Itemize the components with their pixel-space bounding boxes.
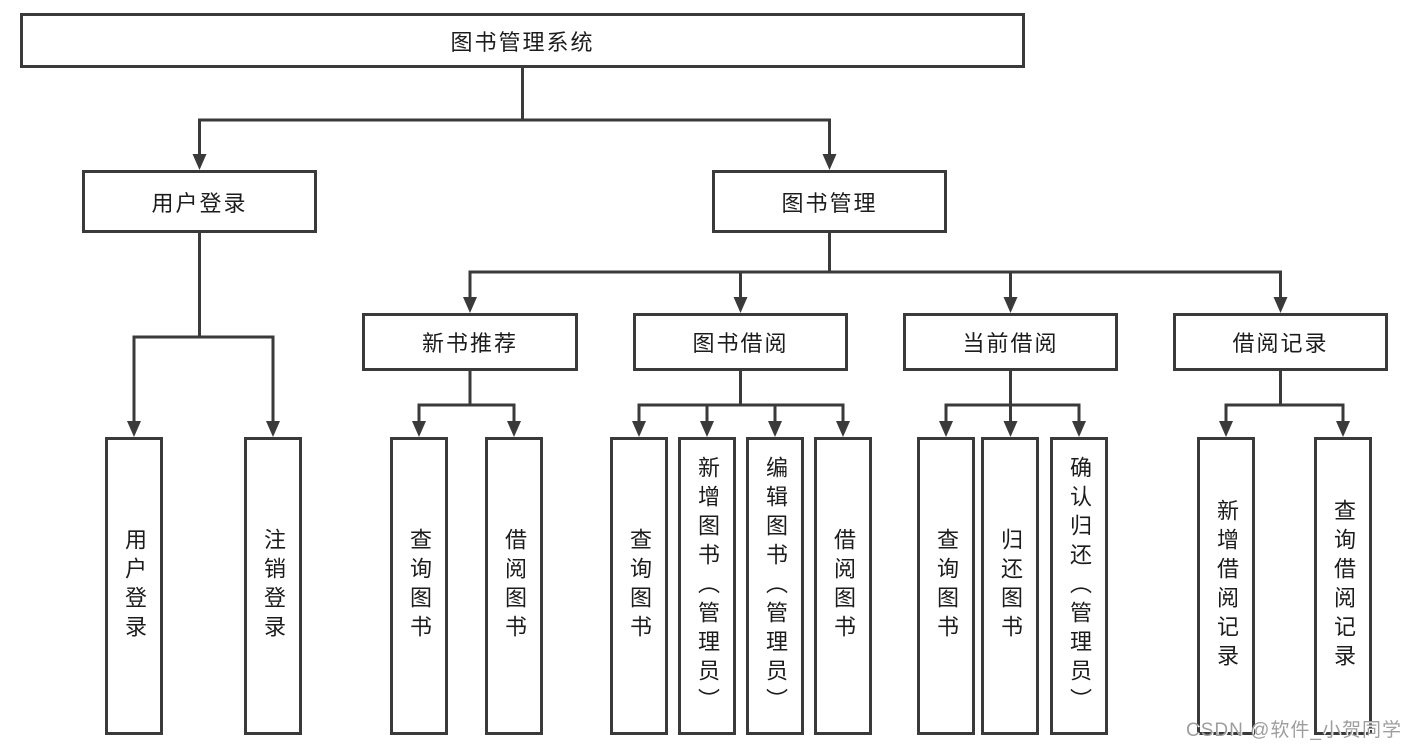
- node-borrowing-records: 借阅记录: [1173, 313, 1388, 371]
- node-current-borrowing: 当前借阅: [903, 313, 1118, 371]
- node-leaf-borrow-books: 借阅图书: [814, 437, 872, 735]
- node-leaf-query-books-current: 查询图书: [917, 437, 975, 735]
- node-leaf-return-books: 归还图书: [981, 437, 1039, 735]
- node-leaf-borrow-books-recommendation: 借阅图书: [485, 437, 543, 735]
- node-leaf-query-borrow-record: 查询借阅记录: [1314, 437, 1372, 735]
- node-library-management-system: 图书管理系统: [20, 13, 1025, 68]
- node-user-login: 用户登录: [82, 170, 317, 233]
- node-new-book-recommendation: 新书推荐: [362, 313, 578, 371]
- node-leaf-query-books-recommendation: 查询图书: [390, 437, 448, 735]
- node-leaf-edit-books-admin: 编辑图书（管理员）: [746, 437, 804, 735]
- node-book-borrowing: 图书借阅: [633, 313, 848, 371]
- node-leaf-logout: 注销登录: [244, 437, 302, 735]
- node-leaf-user-login: 用户登录: [105, 437, 163, 735]
- node-book-management: 图书管理: [712, 170, 947, 233]
- node-leaf-add-borrow-record: 新增借阅记录: [1197, 437, 1255, 735]
- csdn-watermark: CSDN @软件_小贺同学: [1186, 720, 1402, 741]
- node-leaf-confirm-return-admin: 确认归还（管理员）: [1050, 437, 1108, 735]
- node-leaf-add-books-admin: 新增图书（管理员）: [678, 437, 736, 735]
- node-leaf-query-books-borrowing: 查询图书: [610, 437, 668, 735]
- arrowheads: [127, 154, 1350, 437]
